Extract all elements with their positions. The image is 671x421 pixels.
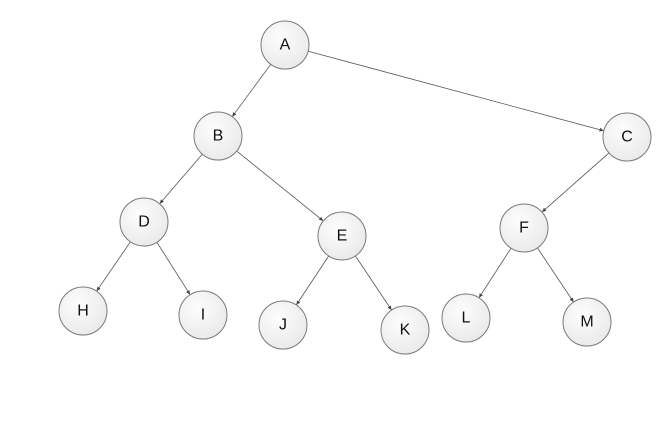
node-label: D	[138, 214, 150, 231]
node-label: M	[580, 314, 593, 331]
edge-f-l	[478, 247, 512, 299]
edge-b-e	[236, 150, 324, 222]
edge-line	[308, 50, 604, 132]
edge-line	[156, 242, 191, 295]
node-label: A	[280, 37, 291, 54]
node-m: M	[562, 297, 612, 347]
node-h: H	[58, 286, 108, 336]
node-circle	[258, 300, 308, 350]
node-j: J	[258, 300, 308, 350]
node-a: A	[260, 20, 310, 70]
edge-line	[96, 241, 131, 292]
node-d: D	[119, 197, 169, 247]
edge-line	[159, 153, 203, 205]
edges-layer	[96, 50, 610, 311]
edge-a-b	[231, 64, 272, 117]
edge-e-k	[355, 255, 392, 311]
edge-line	[236, 150, 324, 222]
edge-a-c	[308, 50, 604, 132]
node-circle	[317, 211, 367, 261]
node-l: L	[441, 293, 491, 343]
edge-b-d	[159, 153, 203, 205]
node-label: I	[201, 307, 205, 324]
edge-line	[295, 255, 330, 306]
edge-f-m	[537, 247, 574, 303]
node-k: K	[380, 305, 430, 355]
node-b: B	[193, 111, 243, 161]
edge-line	[537, 247, 574, 303]
edge-d-h	[96, 241, 131, 292]
node-label: B	[213, 128, 224, 145]
node-circle	[441, 293, 491, 343]
node-e: E	[317, 211, 367, 261]
node-f: F	[499, 203, 549, 253]
node-label: J	[279, 317, 287, 334]
node-label: H	[77, 303, 89, 320]
node-circle	[119, 197, 169, 247]
nodes-layer: A B C D E F H I J K L M	[58, 20, 652, 355]
node-label: F	[519, 220, 529, 237]
edge-line	[231, 64, 272, 117]
node-circle	[260, 20, 310, 70]
node-label: C	[621, 129, 633, 146]
edge-line	[355, 255, 392, 311]
node-circle	[178, 290, 228, 340]
node-label: K	[400, 322, 411, 339]
node-label: E	[337, 228, 348, 245]
edge-c-f	[541, 152, 610, 213]
node-circle	[562, 297, 612, 347]
edge-line	[541, 152, 610, 213]
node-circle	[58, 286, 108, 336]
edge-line	[478, 247, 512, 299]
node-circle	[193, 111, 243, 161]
node-circle	[499, 203, 549, 253]
node-i: I	[178, 290, 228, 340]
node-label: L	[462, 310, 471, 327]
node-circle	[602, 112, 652, 162]
node-c: C	[602, 112, 652, 162]
node-circle	[380, 305, 430, 355]
edge-e-j	[295, 255, 330, 306]
edge-d-i	[156, 242, 191, 295]
